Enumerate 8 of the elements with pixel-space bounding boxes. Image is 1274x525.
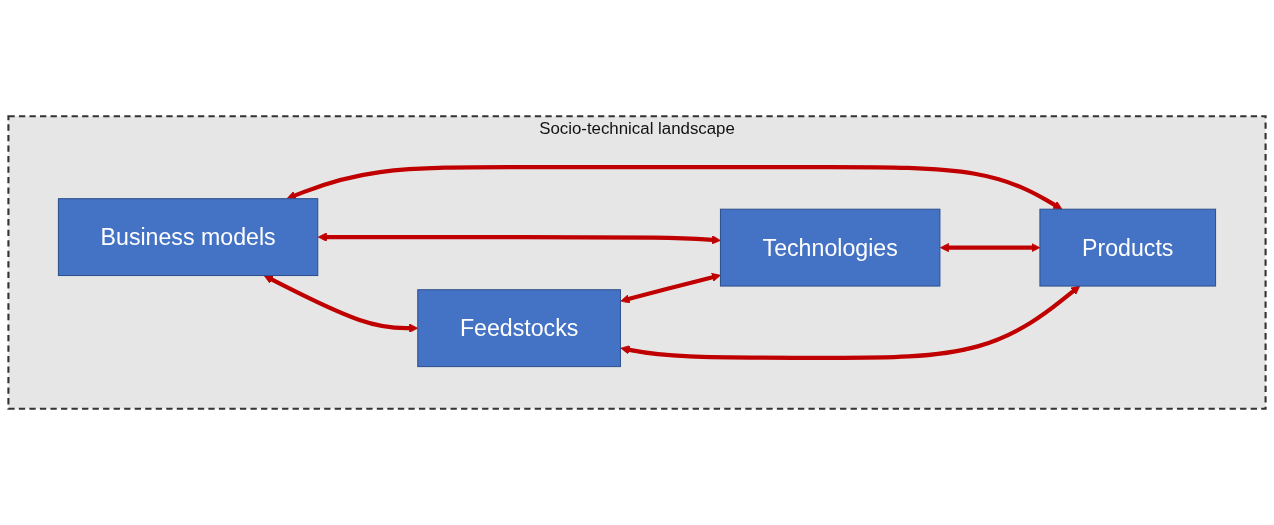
- arrow: [286, 165, 1063, 210]
- arrow: [620, 285, 1081, 360]
- node-box: Business models: [57, 198, 319, 277]
- arrow: [620, 272, 721, 304]
- node-box: Technologies: [719, 208, 941, 287]
- node-box: Feedstocks: [417, 289, 621, 368]
- arrow: [317, 232, 721, 245]
- node-box: Products: [1039, 208, 1217, 287]
